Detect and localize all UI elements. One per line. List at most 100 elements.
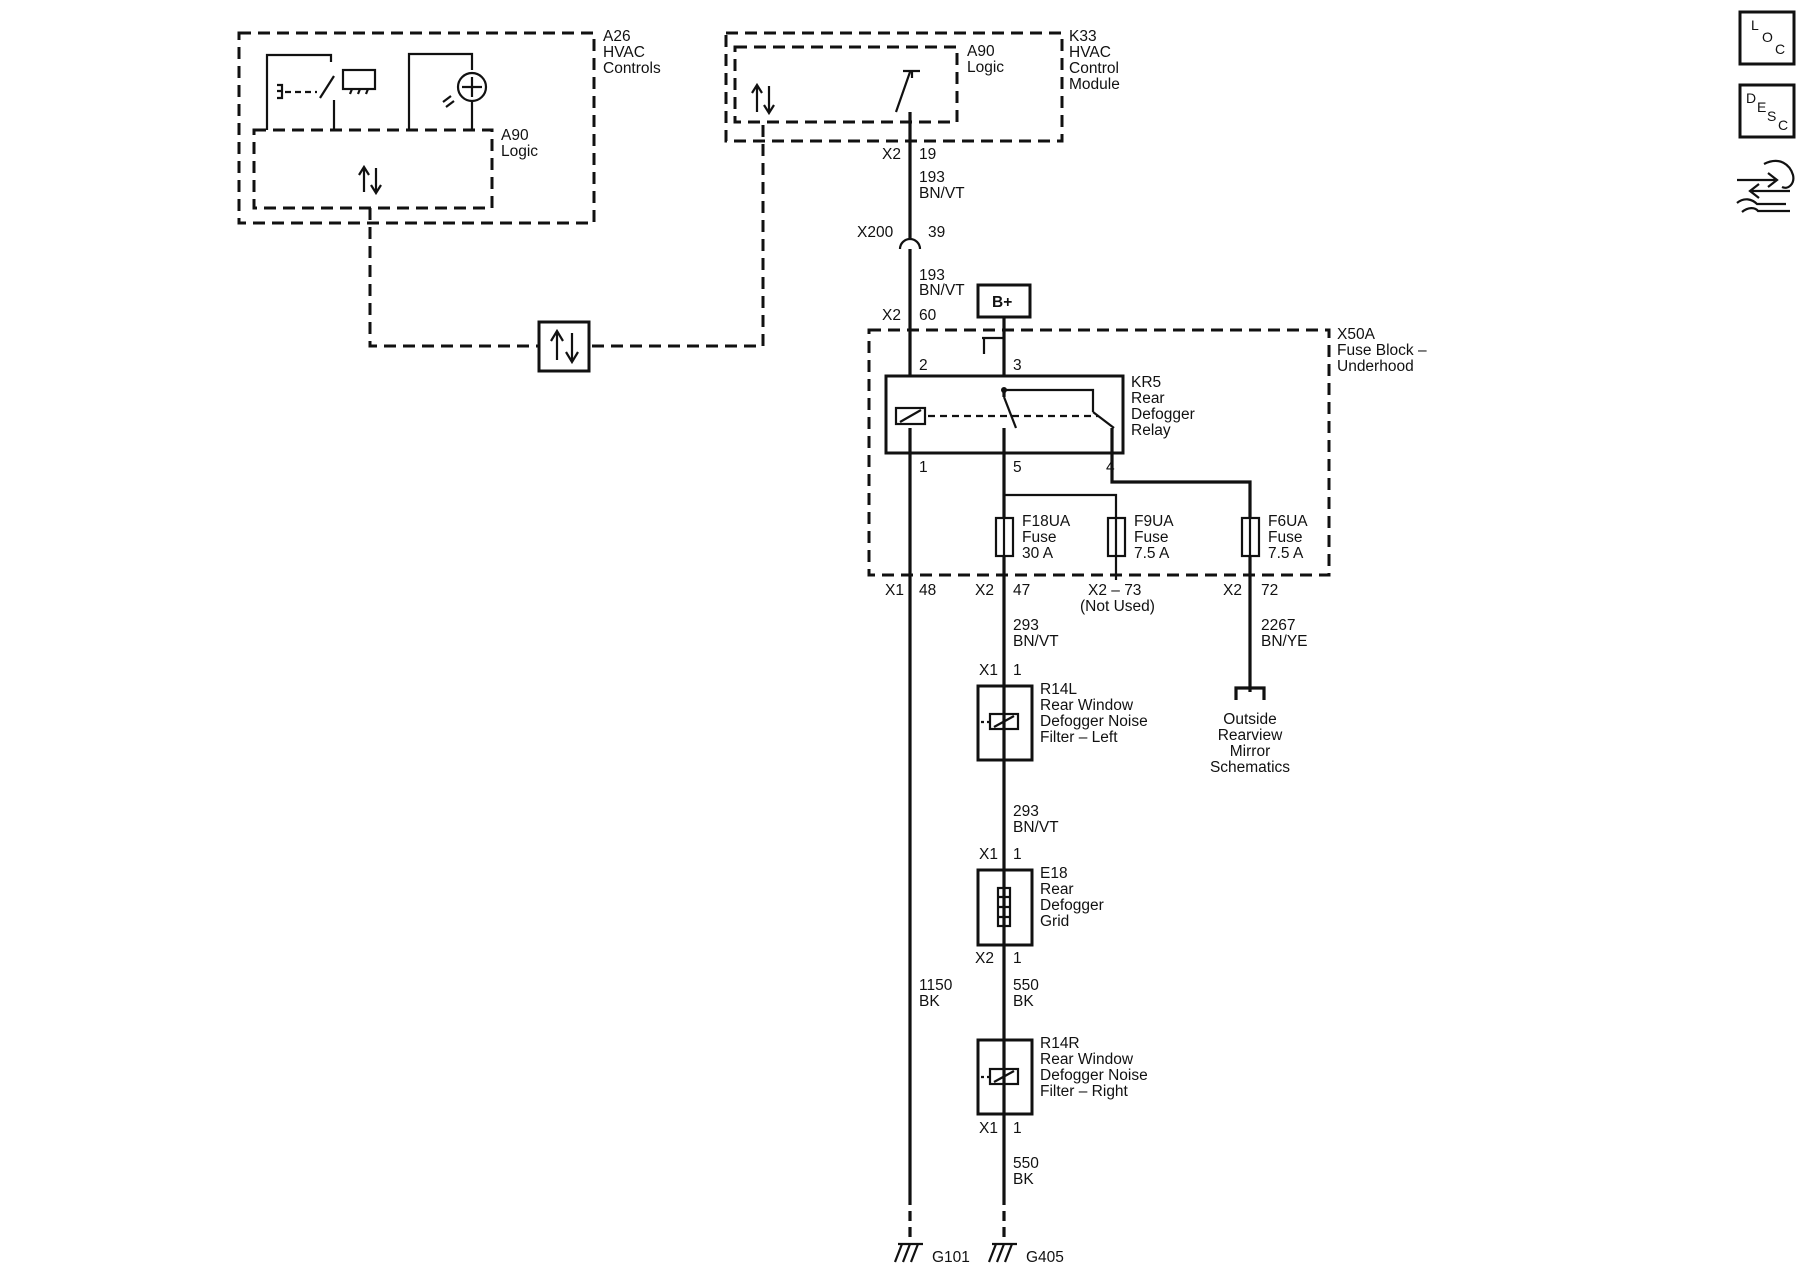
w550a-color: BK <box>1013 993 1034 1010</box>
fuse-block-connectors: X1 48 X2 47 X2 – 73 (Not Used) X2 72 <box>885 582 1278 615</box>
relay-output-wiring: 1 5 4 <box>919 428 1252 518</box>
desc-icon[interactable]: D E S C <box>1738 83 1796 139</box>
e18-name-l3: Grid <box>1040 913 1069 930</box>
relay-pin-60: 60 <box>919 307 937 324</box>
b-plus-label: B+ <box>992 294 1012 311</box>
r14l-noise-filter <box>976 684 1034 762</box>
r14r-id: R14R <box>1040 1035 1080 1052</box>
e18-name-l1: Rear <box>1040 881 1074 898</box>
e18-name-l2: Defogger <box>1040 897 1104 914</box>
a26-logic-id: A90 <box>501 127 529 144</box>
relay-pin-4: 4 <box>1106 459 1115 476</box>
w293a-circuit: 293 <box>1013 617 1039 634</box>
r14l-id: R14L <box>1040 681 1077 698</box>
fuse-f9ua: F9UA Fuse 7.5 A <box>1106 513 1174 580</box>
f18ua-rating: 30 A <box>1022 545 1054 562</box>
w1150-circuit: 1150 <box>919 977 953 994</box>
r14r-name-l2: Defogger Noise <box>1040 1067 1148 1084</box>
x50a-fuse-block: X50A Fuse Block – Underhood <box>867 326 1427 577</box>
g101-label: G101 <box>932 1249 970 1266</box>
desc-s: S <box>1767 108 1776 124</box>
circuit-2267: 2267 BN/YE Outside Rearview Mirror Schem… <box>1210 617 1308 776</box>
kr5-name-l1: Rear <box>1131 390 1165 407</box>
pin-47: 47 <box>1013 582 1030 599</box>
w293a-color: BN/VT <box>1013 633 1059 650</box>
ground-icon <box>987 1242 1017 1263</box>
f9ua-id: F9UA <box>1134 513 1174 530</box>
w550a-circuit: 550 <box>1013 977 1039 994</box>
kr5-id: KR5 <box>1131 374 1161 391</box>
x200-pin: 39 <box>928 224 945 241</box>
a26-hvac-controls: A26 HVAC Controls A90 Logic <box>237 28 661 225</box>
w193b-circuit: 193 <box>919 267 945 284</box>
circuit-193: X2 19 193 BN/VT X200 39 193 BN/VT X2 60 <box>857 112 965 412</box>
relay-pin-1: 1 <box>919 459 928 476</box>
w193a-circuit: 193 <box>919 169 945 186</box>
data-arrows-icon <box>751 82 775 116</box>
r14r-name-l1: Rear Window <box>1040 1051 1134 1068</box>
f18ua-type: Fuse <box>1022 529 1056 546</box>
battery-positive-supply: B+ <box>976 283 1032 412</box>
mirror-ref-l3: Mirror <box>1230 743 1270 760</box>
e18-connector-x2: X2 <box>975 950 994 967</box>
indicator-lamp-icon <box>407 52 488 130</box>
w193a-color: BN/VT <box>919 185 965 202</box>
mirror-ref-l4: Schematics <box>1210 759 1290 776</box>
r14r-pin: 1 <box>1013 1120 1022 1137</box>
w550b-circuit: 550 <box>1013 1155 1039 1172</box>
x2-connector-47: X2 <box>975 582 994 599</box>
ground-g101: G101 <box>893 1242 970 1266</box>
k33-pin: 19 <box>919 146 936 163</box>
connector-end-view-icon[interactable] <box>1736 159 1795 213</box>
x200-connector: X200 <box>857 224 894 241</box>
mirror-ref-l1: Outside <box>1223 711 1276 728</box>
data-arrows-icon <box>550 328 579 365</box>
desc-d: D <box>1746 90 1756 106</box>
ground-icon <box>893 1242 923 1263</box>
r14l-connector: X1 <box>979 662 998 679</box>
e18-connector-x1: X1 <box>979 846 998 863</box>
e18-rear-defogger-grid <box>976 868 1034 947</box>
w293b-circuit: 293 <box>1013 803 1039 820</box>
not-used-label: (Not Used) <box>1080 598 1155 615</box>
loc-c: C <box>1775 41 1785 57</box>
pin-48: 48 <box>919 582 936 599</box>
a26-name-l1: HVAC <box>603 44 645 61</box>
x2-73-connector: X2 – 73 <box>1088 582 1141 599</box>
relay-coil-icon <box>894 406 927 426</box>
relay-pin-5: 5 <box>1013 459 1022 476</box>
e18-id: E18 <box>1040 865 1068 882</box>
a26-id: A26 <box>603 28 631 45</box>
k33-hvac-control-module: K33 HVAC Control Module A90 Logic <box>724 28 1120 143</box>
f6ua-rating: 7.5 A <box>1268 545 1304 562</box>
k33-name-l2: Control <box>1069 60 1119 77</box>
x1-connector: X1 <box>885 582 904 599</box>
loc-icon[interactable]: L O C <box>1738 10 1796 66</box>
loc-o: O <box>1762 29 1773 45</box>
data-communication-box <box>537 320 591 373</box>
k33-name-l1: HVAC <box>1069 44 1111 61</box>
a26-name-l2: Controls <box>603 60 661 77</box>
rear-defog-switch-icon <box>265 53 377 130</box>
x50a-name-l1: Fuse Block – <box>1337 342 1427 359</box>
relay-pin-3: 3 <box>1013 357 1022 374</box>
w293b-color: BN/VT <box>1013 819 1059 836</box>
fuse-f18ua: F18UA Fuse 30 A <box>994 513 1071 575</box>
x50a-id: X50A <box>1337 326 1376 343</box>
f9ua-type: Fuse <box>1134 529 1168 546</box>
f18ua-id: F18UA <box>1022 513 1071 530</box>
f9ua-rating: 7.5 A <box>1134 545 1170 562</box>
r14l-name-l3: Filter – Left <box>1040 729 1118 746</box>
k33-logic-name: Logic <box>967 59 1004 76</box>
r14r-connector: X1 <box>979 1120 998 1137</box>
k33-logic-id: A90 <box>967 43 995 60</box>
loc-l: L <box>1751 17 1759 33</box>
w2267-circuit: 2267 <box>1261 617 1295 634</box>
desc-c: C <box>1778 117 1788 133</box>
f6ua-id: F6UA <box>1268 513 1308 530</box>
mirror-ref-l2: Rearview <box>1218 727 1283 744</box>
x50a-name-l2: Underhood <box>1337 358 1414 375</box>
k33-id: K33 <box>1069 28 1097 45</box>
w193b-color: BN/VT <box>919 282 965 299</box>
